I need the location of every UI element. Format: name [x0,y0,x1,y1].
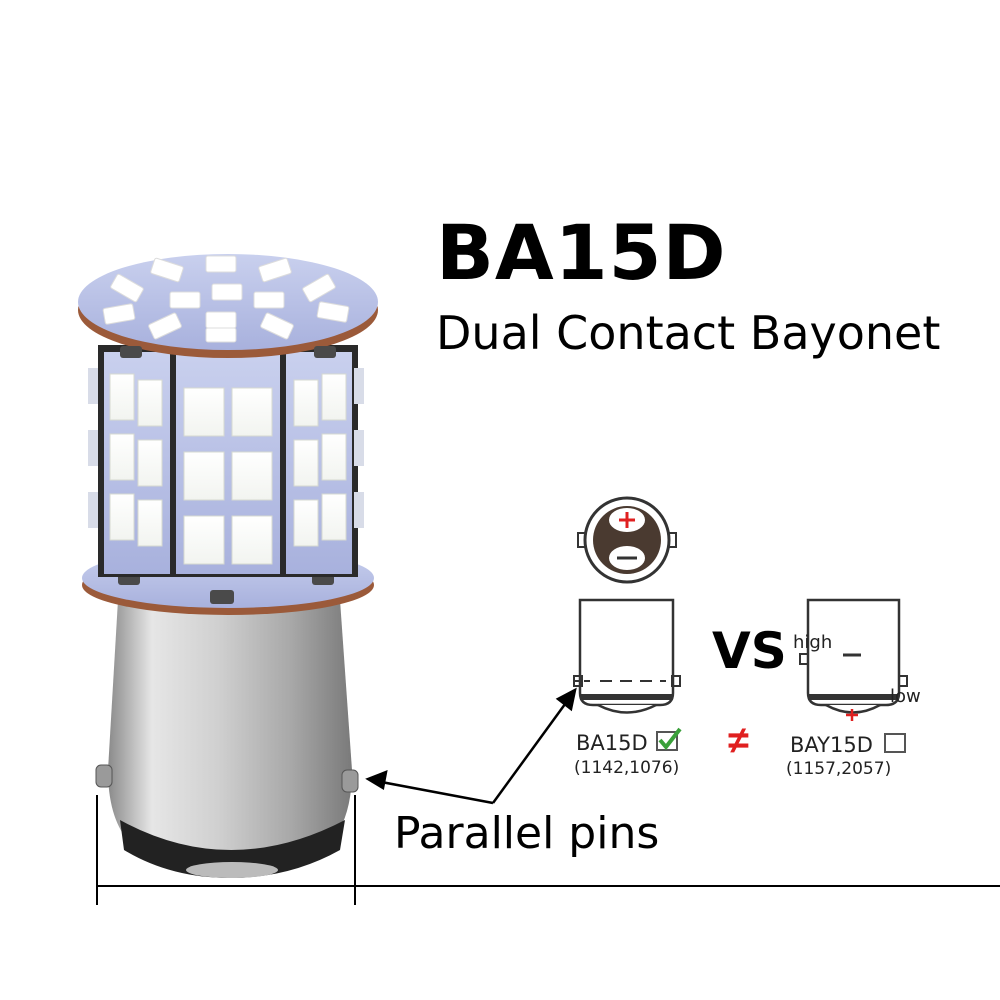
bulb-base [108,600,352,862]
base-contact [186,862,278,878]
led-chips [109,373,347,565]
product-title: BA15D [436,208,727,297]
pin-dimension-lines [96,795,1000,905]
left-pin [95,764,113,788]
ba15d-codes: (1142,1076) [574,758,680,778]
bay15d-side-diagram [799,598,908,721]
bay15d-label: BAY15D [790,733,873,757]
plus-icon [619,512,635,528]
high-contact-label: high [793,632,833,653]
bay15d-codes: (1157,2057) [786,759,892,779]
right-pin [341,769,359,793]
top-led-chips [102,255,350,343]
socket-top-view-icon [577,496,677,584]
vs-label: VS [712,622,787,680]
ba15d-side-diagram [573,598,681,714]
not-equal-icon: ≠ [728,720,749,762]
checkbox-empty-icon [884,733,906,753]
callout-arrows [365,687,577,805]
ba15d-label: BA15D [576,731,648,755]
parallel-pins-label: Parallel pins [394,808,660,859]
base-bottom-insulator [120,820,345,878]
low-contact-label: low [890,686,921,707]
product-subtitle: Dual Contact Bayonet [436,306,941,360]
checkbox-checked-icon [656,727,682,751]
bulb-illustration [78,254,378,878]
